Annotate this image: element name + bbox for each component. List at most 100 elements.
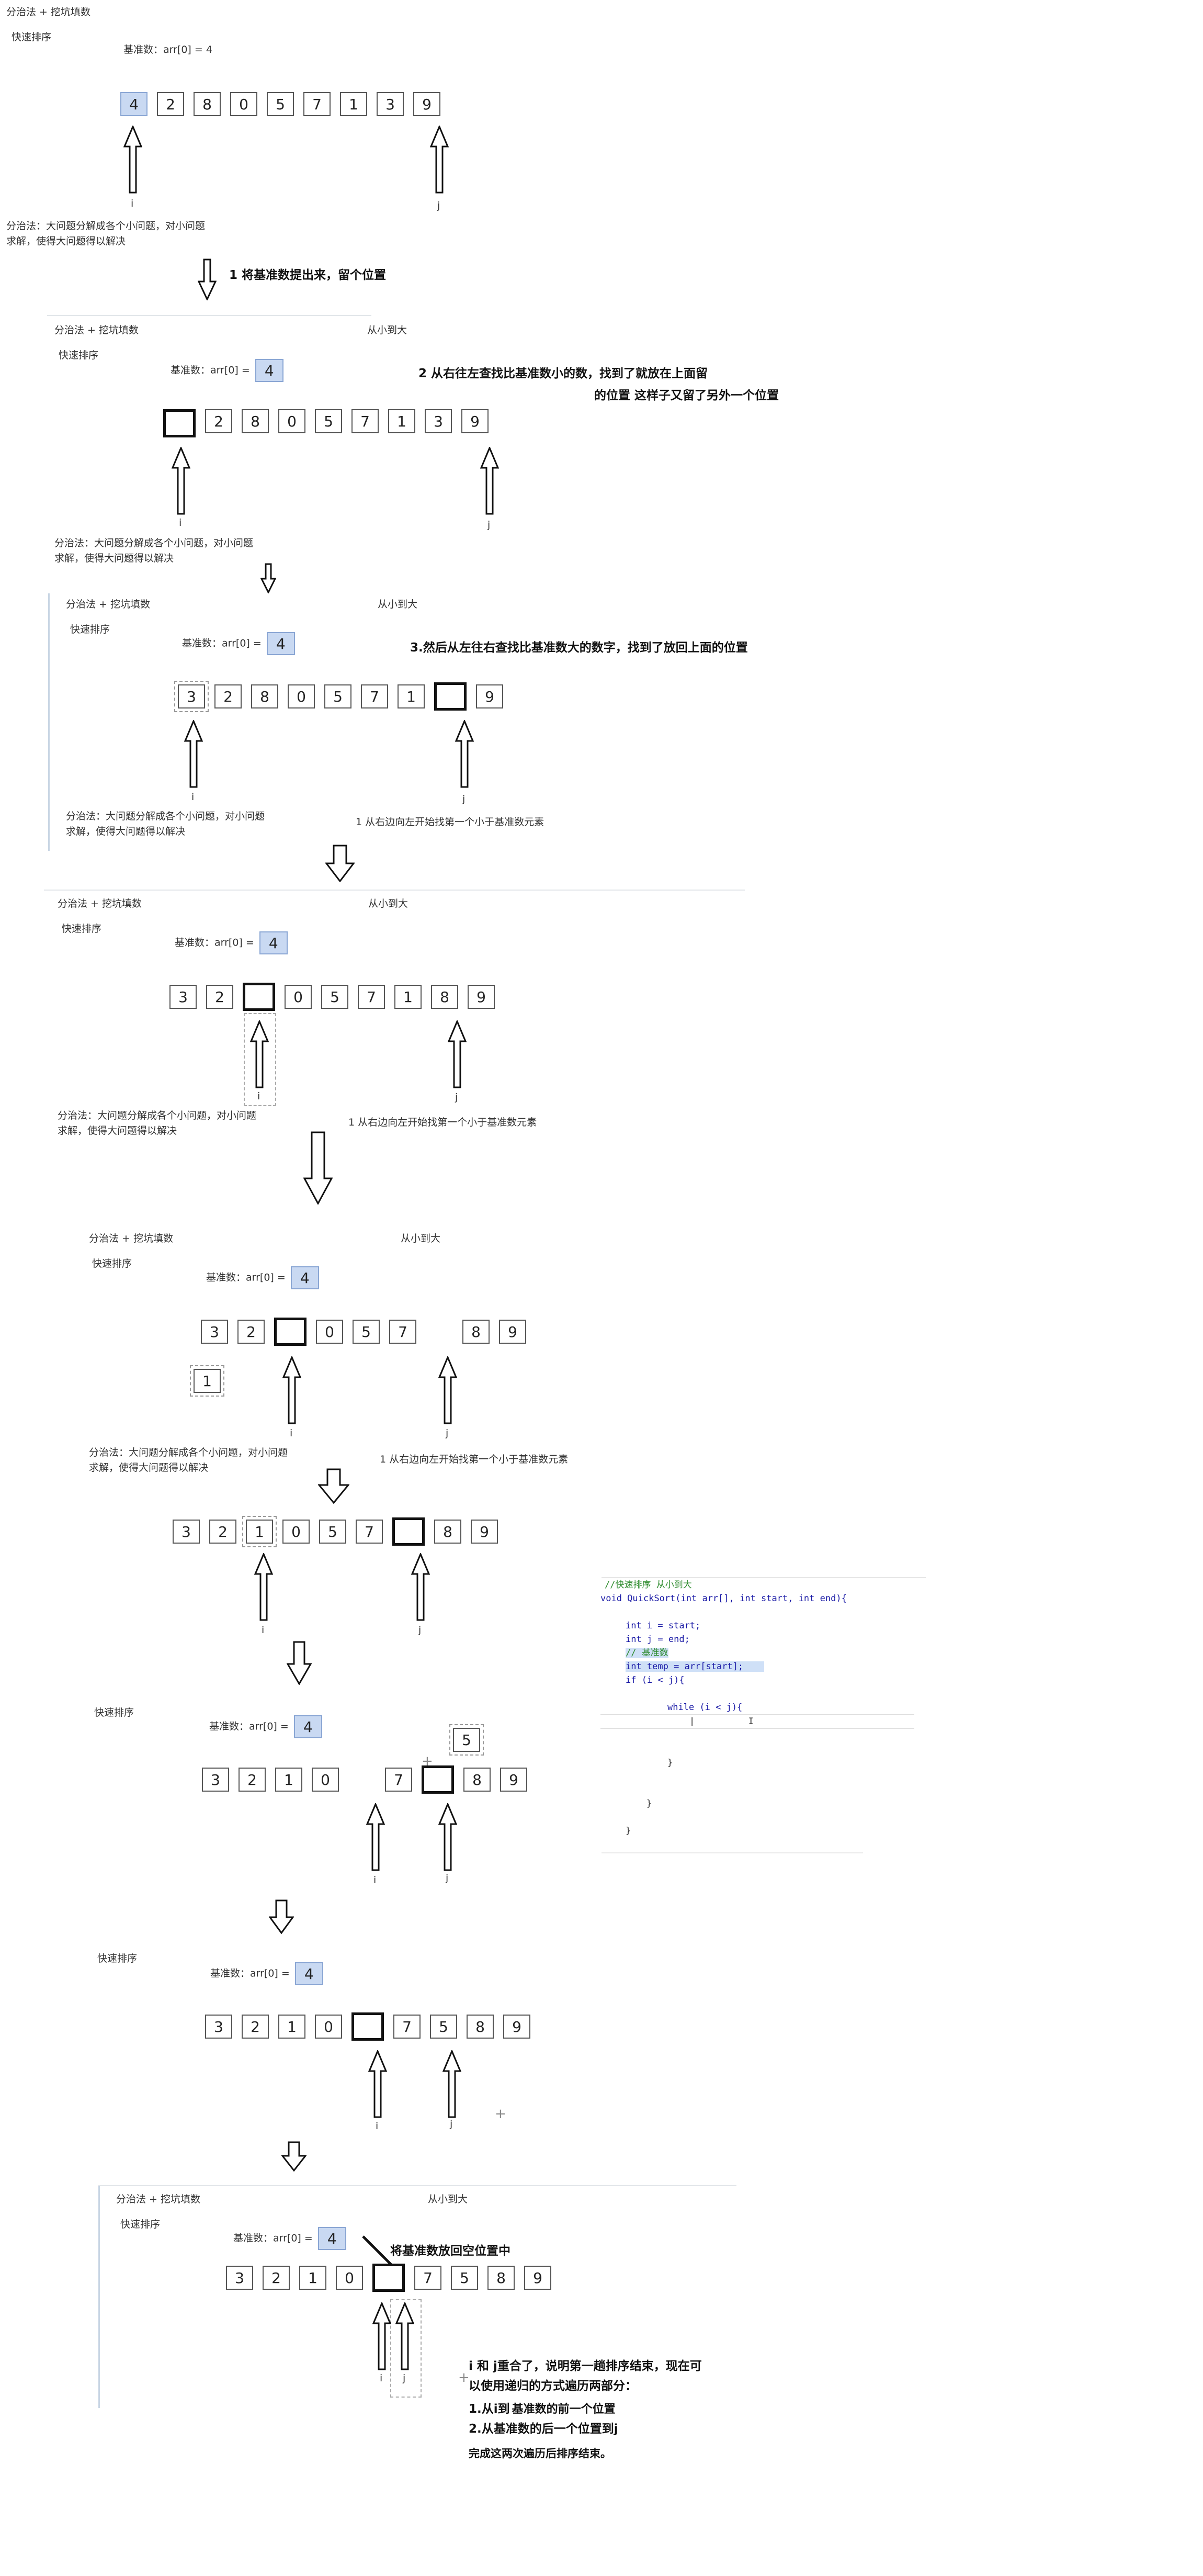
up-arrow-icon xyxy=(455,720,474,788)
pivot-box: 4 xyxy=(266,632,295,655)
selection-box xyxy=(244,1013,276,1106)
array-cell: 3 xyxy=(169,985,197,1009)
selection-box xyxy=(390,2299,422,2398)
frame7-title: 快速排序 xyxy=(94,1707,134,1718)
pointer-j: j xyxy=(446,1427,449,1439)
pointer-i: i xyxy=(131,198,134,209)
code-line xyxy=(600,1783,914,1797)
cursor-icon: + xyxy=(458,2370,470,2386)
array-cell: 1 xyxy=(275,1768,302,1792)
array-cell: 1 xyxy=(340,92,367,116)
step3-label: 3.然后从左往右查找比基准数大的数字，找到了放回上面的位置 xyxy=(410,641,748,655)
up-arrow-icon xyxy=(372,2302,391,2370)
pivot-box: 4 xyxy=(317,2227,346,2250)
array-cell: 1 xyxy=(278,2015,305,2039)
end-note-1: i 和 j重合了，说明第一趟排序结束，现在可 xyxy=(469,2359,702,2373)
code-line: | I xyxy=(600,1714,914,1729)
frame1-array: 4 2 8 0 5 7 1 3 9 xyxy=(120,92,440,116)
pointer-i: i xyxy=(262,1624,265,1636)
up-arrow-icon xyxy=(254,1553,273,1621)
array-cell: 0 xyxy=(278,409,305,433)
array-cell: 1 xyxy=(398,684,425,708)
code-line: if (i < j){ xyxy=(626,1675,685,1685)
array-cell: 9 xyxy=(500,1768,527,1792)
array-cell: 4 xyxy=(120,92,147,116)
up-arrow-icon xyxy=(368,2050,387,2118)
pivot-label: 基准数：arr[0] = xyxy=(175,937,254,949)
pointer-j: j xyxy=(455,1092,458,1103)
frame7-pivot: 基准数：arr[0] =4 xyxy=(209,1715,322,1738)
moving-cell: 1 xyxy=(190,1365,224,1397)
array-cell: 9 xyxy=(461,409,489,433)
array-cell: 0 xyxy=(336,2266,363,2290)
down-arrow-icon xyxy=(303,1131,333,1205)
array-cell: 5 xyxy=(324,684,351,708)
array-cell: 7 xyxy=(358,985,385,1009)
array-cell: 8 xyxy=(434,1520,461,1544)
frame4-header: 分治法 + 挖坑填数 xyxy=(58,898,142,909)
array-cell: 0 xyxy=(312,1768,339,1792)
step4-label: 将基准数放回空位置中 xyxy=(390,2244,510,2258)
array-cell: 1 xyxy=(388,409,415,433)
down-arrow-icon xyxy=(287,1641,312,1685)
array-cell: 2 xyxy=(205,409,232,433)
frame4-note: 分治法：大问题分解成各个小问题，对小问题 求解，使得大问题得以解决 xyxy=(58,1110,257,1137)
pointer-i: i xyxy=(191,791,195,803)
up-arrow-icon xyxy=(438,1356,457,1424)
array-cell: 1 xyxy=(394,985,422,1009)
frame2-note: 分治法：大问题分解成各个小问题，对小问题 求解，使得大问题得以解决 xyxy=(54,537,254,564)
code-line xyxy=(600,1810,914,1824)
up-arrow-icon xyxy=(250,1020,269,1088)
empty-slot xyxy=(163,409,196,437)
end-note-3a: 1.从i到 xyxy=(469,2402,510,2416)
down-arrow-icon xyxy=(260,563,276,593)
array-cell: 0 xyxy=(285,985,312,1009)
step2-label-b: 的位置 这样子又留了另外一个位置 xyxy=(594,389,779,402)
empty-slot xyxy=(422,1765,454,1794)
array-cell: 9 xyxy=(476,684,503,708)
frame4-array: 3 2 0 5 7 1 8 9 xyxy=(169,983,495,1011)
frame3-array: 3 2 8 0 5 7 1 9 xyxy=(174,681,503,712)
pivot-label: 基准数：arr[0] = xyxy=(171,364,250,376)
pivot-label: 基准数：arr[0] = xyxy=(182,637,262,649)
code-line xyxy=(600,1742,914,1756)
code-line: } xyxy=(626,1826,631,1836)
frame1-pivot: 基准数：arr[0] = 4 xyxy=(123,44,212,55)
up-arrow-icon xyxy=(480,447,499,515)
array-cell: 5 xyxy=(315,409,342,433)
code-bottom-line xyxy=(602,1852,863,1853)
code-line: } xyxy=(667,1758,673,1768)
array-cell: 2 xyxy=(237,1320,265,1344)
array-cell: 3 xyxy=(173,1520,200,1544)
frame9-array: 3 2 1 0 7 5 8 9 xyxy=(226,2264,551,2292)
down-arrow-icon xyxy=(281,2141,307,2172)
frame4-pivot: 基准数：arr[0] =4 xyxy=(175,931,288,954)
empty-slot xyxy=(392,1517,425,1546)
frame2-pivot: 基准数：arr[0] = 4 xyxy=(171,359,283,382)
array-cell: 5 xyxy=(267,92,294,116)
down-arrow-icon xyxy=(318,1468,349,1504)
end-note-2: 以使用递归的方式遍历两部分： xyxy=(469,2379,637,2393)
pointer-i: i xyxy=(179,517,182,528)
pointer-j: j xyxy=(446,1872,449,1884)
array-cell: 2 xyxy=(242,2015,269,2039)
pointer-i: i xyxy=(257,1090,260,1102)
array-cell: 3 xyxy=(174,681,209,712)
array-cell: 2 xyxy=(209,1520,236,1544)
code-line xyxy=(600,1605,914,1619)
array-cell: 7 xyxy=(356,1520,383,1544)
pivot-box: 4 xyxy=(290,1266,319,1289)
array-cell: 8 xyxy=(462,1320,490,1344)
empty-slot xyxy=(372,2264,405,2292)
array-cell: 9 xyxy=(471,1520,498,1544)
pointer-j: j xyxy=(403,2372,406,2384)
code-comment: //快速排序 从小到大 xyxy=(605,1580,692,1590)
array-cell: 2 xyxy=(157,92,184,116)
array-cell: 5 xyxy=(319,1520,346,1544)
array-cell: 9 xyxy=(468,985,495,1009)
array-cell: 1 xyxy=(299,2266,326,2290)
cursor-icon: + xyxy=(422,1753,433,1769)
frame9-title: 快速排序 xyxy=(120,2219,161,2230)
pivot-box: 4 xyxy=(255,359,283,382)
pivot-label: 基准数：arr[0] = xyxy=(209,1720,289,1733)
